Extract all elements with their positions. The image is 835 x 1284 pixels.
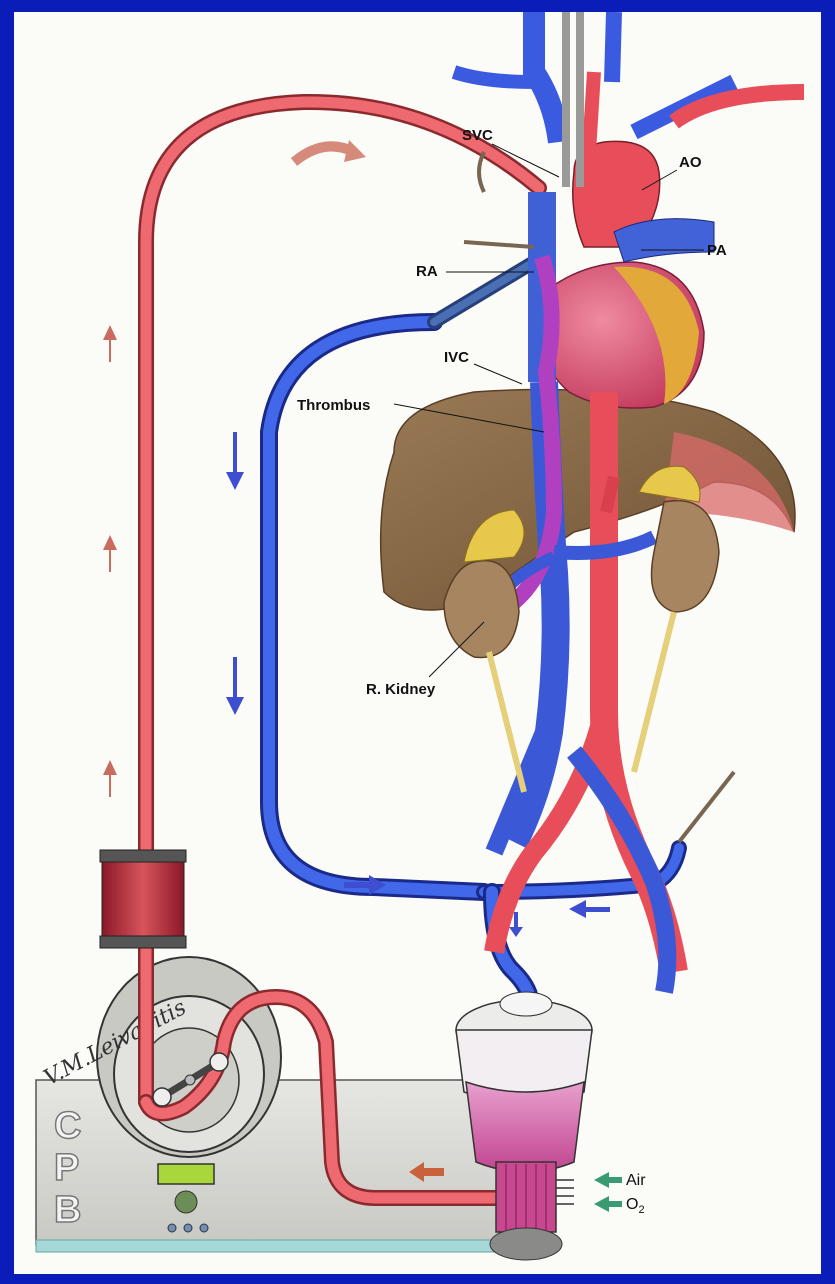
arrow-left-icon <box>594 1196 622 1212</box>
illustration-canvas: C P B V.M.Leivaditis <box>14 12 821 1274</box>
label-ra: RA <box>416 263 438 280</box>
control-knob <box>175 1191 197 1213</box>
label-svc: SVC <box>462 127 493 144</box>
right-kidney <box>444 561 519 658</box>
cpb-letter-b: B <box>54 1189 81 1231</box>
cpb-diagram: C P B V.M.Leivaditis <box>14 12 821 1274</box>
cpb-letter-c: C <box>54 1105 81 1147</box>
arrow-left-icon <box>594 1172 622 1188</box>
left-kidney <box>652 501 720 612</box>
label-o2: O2 <box>626 1196 645 1216</box>
arrow-down-icon <box>226 657 244 715</box>
arrow-left-icon <box>569 900 610 918</box>
label-pa: PA <box>707 242 727 259</box>
arrow-up-icon <box>103 535 117 572</box>
indicator-light <box>200 1224 208 1232</box>
snare <box>464 242 534 247</box>
display-screen <box>158 1164 214 1184</box>
arrow-up-icon <box>103 325 117 362</box>
arrow-up-icon <box>103 760 117 797</box>
celiac-trunk <box>606 477 614 512</box>
snare <box>679 772 734 842</box>
indicator-light <box>184 1224 192 1232</box>
left-ureter <box>634 612 674 772</box>
curved-arrow-icon <box>344 140 366 162</box>
right-ureter <box>489 652 524 792</box>
label-thrombus: Thrombus <box>297 397 370 414</box>
snare <box>479 152 484 192</box>
machine-base <box>36 1240 536 1252</box>
anatomy <box>381 12 804 992</box>
indicator-light <box>168 1224 176 1232</box>
label-ao: AO <box>679 154 702 171</box>
subclavian-vein <box>454 72 534 82</box>
cpb-letter-p: P <box>54 1147 79 1189</box>
jugular-vein <box>534 12 559 142</box>
label-ivc: IVC <box>444 349 469 366</box>
arterial-filter <box>100 850 186 948</box>
arrow-down-icon <box>226 432 244 490</box>
carotid-artery <box>589 72 594 152</box>
jugular-vein <box>612 12 614 82</box>
label-r-kidney: R. Kidney <box>366 681 436 698</box>
label-air: Air <box>626 1172 646 1189</box>
